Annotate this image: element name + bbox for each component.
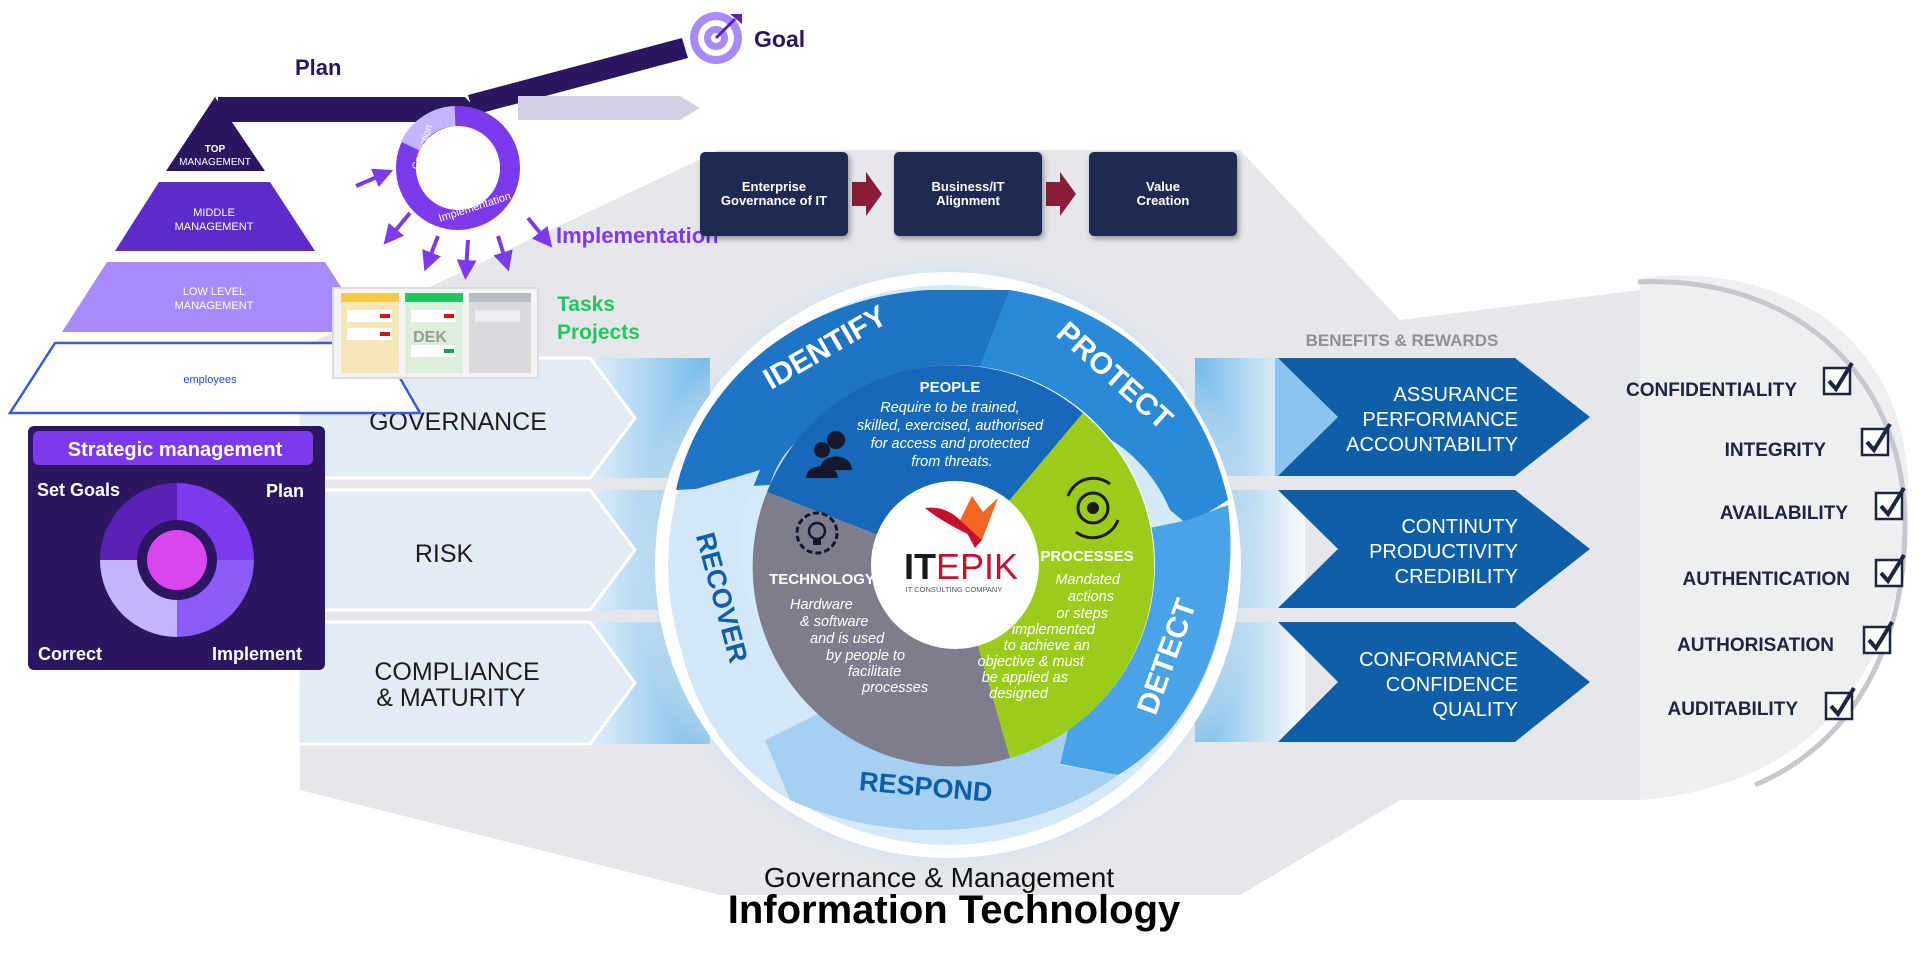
credibility-label: CREDIBILITY	[1395, 566, 1518, 588]
flow-box-enterprise-governance: Enterprise Governance of IT	[700, 152, 848, 236]
gears-cycle-icon	[1066, 476, 1120, 540]
checklist-item-auditability: AUDITABILITY	[1667, 686, 1856, 721]
svg-text:MANAGEMENT: MANAGEMENT	[175, 221, 254, 233]
technology-text: Hardware & software and is used by peopl…	[790, 597, 928, 696]
plan-step-label: Plan	[266, 481, 304, 501]
segment-identify	[676, 290, 1010, 490]
people-icon	[806, 431, 852, 478]
pyramid-top	[166, 97, 265, 171]
plan-label: Plan	[295, 55, 341, 80]
security-checklist: CONFIDENTIALITY INTEGRITY AVAILABILITY A…	[1626, 361, 1906, 721]
svg-text:CONFIDENTIALITY: CONFIDENTIALITY	[1626, 380, 1797, 401]
continuty-label: CONTINUTY	[1401, 516, 1518, 538]
processes-title: PROCESSES	[1040, 548, 1133, 565]
people-text: Require to be trained, skilled, exercise…	[857, 400, 1047, 470]
maturity-label: & MATURITY	[376, 684, 526, 712]
conformance-label: CONFORMANCE	[1359, 649, 1518, 671]
security-panel-background	[1640, 275, 1909, 800]
segment-recover	[670, 470, 830, 800]
productivity-label: PRODUCTIVITY	[1369, 541, 1518, 563]
security-panel-arc	[1637, 279, 1908, 788]
pyramid-low	[62, 262, 370, 332]
set-goals-label: Set Goals	[37, 480, 120, 500]
checkmark-icon	[1822, 361, 1854, 396]
benefit-band-1: ASSURANCE PERFORMANCE ACCOUNTABILITY	[1195, 358, 1590, 476]
svg-text:MANAGEMENT: MANAGEMENT	[179, 157, 251, 168]
benefits-heading: BENEFITS & REWARDS	[1306, 331, 1499, 350]
correction-implementation-cycle: Correction Implementation	[396, 106, 520, 230]
pyramid-middle	[115, 182, 315, 251]
svg-text:ITEPIK: ITEPIK	[904, 546, 1018, 587]
nist-wheel: IDENTIFY PROTECT DETECT RESPOND RECOVER …	[630, 247, 1266, 883]
checkmark-icon	[1874, 553, 1906, 588]
tasks-label: Tasks	[557, 293, 615, 316]
flow-arrow-icon	[852, 172, 882, 216]
lightbulb-gear-icon	[795, 511, 839, 555]
technology-title: TECHNOLOGY	[769, 571, 875, 588]
accountability-label: ACCOUNTABILITY	[1346, 434, 1518, 456]
implementation-label: Implementation	[556, 223, 719, 248]
svg-text:INTEGRITY: INTEGRITY	[1725, 440, 1827, 461]
svg-text:LOW LEVEL: LOW LEVEL	[183, 286, 245, 298]
checklist-item-availability: AVAILABILITY	[1720, 486, 1906, 524]
svg-text:AUDITABILITY: AUDITABILITY	[1667, 699, 1798, 720]
assurance-label: ASSURANCE	[1394, 384, 1518, 406]
footer-subtitle: Governance & Management	[763, 862, 1115, 893]
target-icon	[690, 12, 742, 64]
footer-title: Information Technology	[727, 888, 1181, 932]
risk-label: RISK	[415, 540, 474, 568]
implement-label: Implement	[212, 644, 302, 664]
projects-label: Projects	[557, 321, 640, 344]
performance-label: PERFORMANCE	[1362, 409, 1518, 431]
technology-sector	[752, 492, 1010, 767]
flow-arrow-icon	[1046, 172, 1076, 216]
checklist-item-integrity: INTEGRITY	[1725, 422, 1892, 461]
checkmark-icon	[1860, 422, 1892, 457]
pyramid-employees	[7, 341, 423, 415]
strategic-title: Strategic management	[68, 439, 283, 461]
svg-text:AUTHENTICATION: AUTHENTICATION	[1683, 569, 1850, 590]
svg-text:MANAGEMENT: MANAGEMENT	[175, 300, 254, 312]
svg-text:TOP: TOP	[205, 144, 226, 155]
checklist-item-confidentiality: CONFIDENTIALITY	[1626, 361, 1854, 401]
people-sector	[767, 365, 1083, 565]
checkmark-icon	[1824, 686, 1856, 721]
implementation-arrows	[355, 168, 553, 280]
confidence-label: CONFIDENCE	[1386, 674, 1518, 696]
flow-box-business-it-alignment: Business/IT Alignment	[894, 152, 1042, 236]
board-text: DEK	[413, 329, 447, 346]
svg-text:AVAILABILITY: AVAILABILITY	[1720, 503, 1848, 524]
people-title: PEOPLE	[920, 379, 981, 396]
task-board: DEK	[332, 287, 539, 379]
strategic-management-panel: Strategic management Set Goals Plan Corr…	[28, 426, 325, 670]
flow-box-value-creation: Value Creation	[1089, 152, 1237, 236]
svg-text:AUTHORISATION: AUTHORISATION	[1677, 635, 1834, 656]
svg-text:employees: employees	[183, 374, 237, 386]
plan-goal-graphic: Goal Plan Correction Implementation Impl…	[7, 12, 805, 415]
svg-text:MIDDLE: MIDDLE	[193, 207, 235, 219]
strategic-cycle-icon	[100, 483, 254, 637]
checklist-item-authentication: AUTHENTICATION	[1683, 553, 1906, 590]
itepik-logo: ITEPIK IT CONSULTING COMPANY	[904, 496, 1018, 594]
processes-text: Mandated actions or steps implemented to…	[978, 572, 1124, 702]
goal-label: Goal	[754, 26, 805, 52]
segment-protect	[975, 290, 1228, 525]
checkmark-icon	[1862, 620, 1894, 655]
quality-label: QUALITY	[1432, 699, 1518, 721]
checkmark-icon	[1874, 486, 1906, 521]
compliance-label: COMPLIANCE	[374, 658, 539, 686]
checklist-item-authorisation: AUTHORISATION	[1677, 620, 1894, 656]
correct-label: Correct	[38, 644, 102, 664]
logo-subtitle: IT CONSULTING COMPANY	[906, 585, 1003, 594]
